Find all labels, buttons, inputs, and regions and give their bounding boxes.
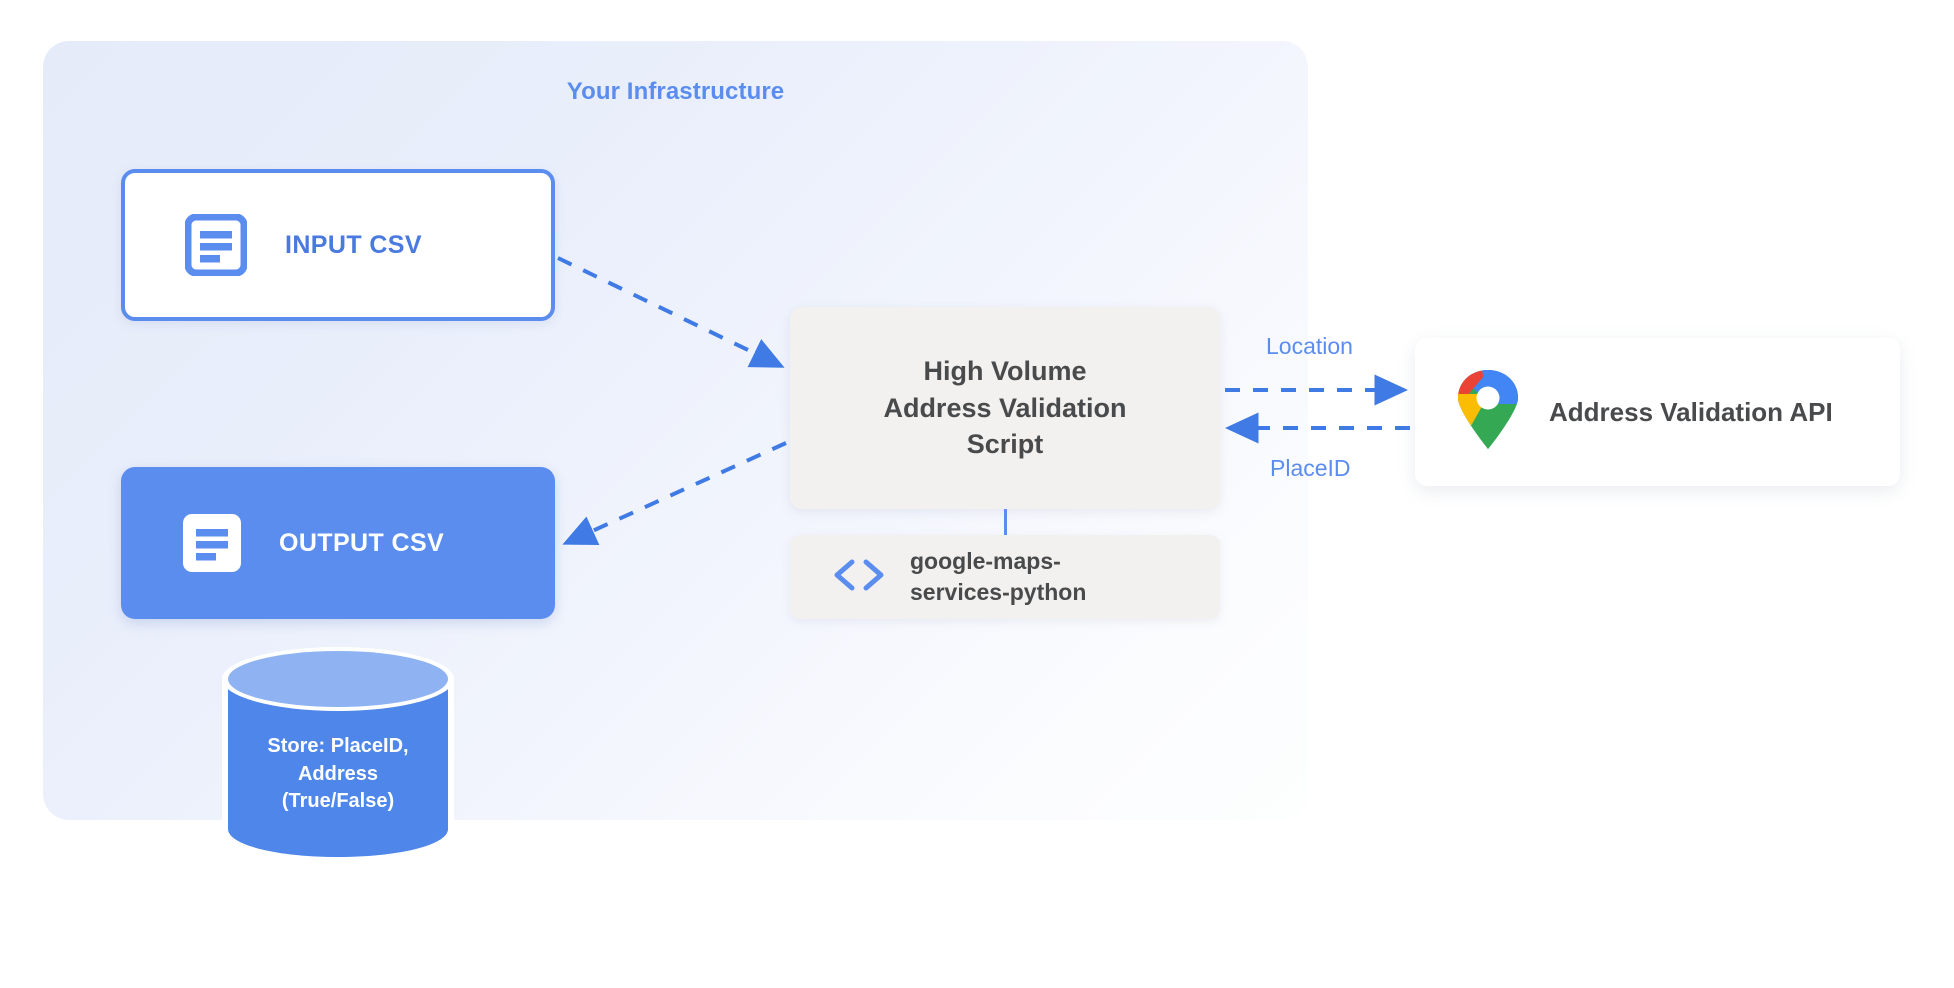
script-label: High Volume Address Validation Script — [883, 353, 1126, 464]
library-label: google-maps- services-python — [910, 546, 1086, 607]
node-address-validation-api[interactable]: Address Validation API — [1415, 338, 1900, 486]
node-input-csv[interactable]: INPUT CSV — [121, 169, 555, 321]
node-output-csv[interactable]: OUTPUT CSV — [121, 467, 555, 619]
node-validation-script[interactable]: High Volume Address Validation Script — [790, 307, 1220, 509]
node-python-library[interactable]: google-maps- services-python — [790, 535, 1220, 619]
google-maps-pin-icon — [1455, 369, 1521, 455]
document-icon — [181, 512, 243, 574]
script-label-line3: Script — [966, 429, 1044, 460]
infrastructure-title: Your Infrastructure — [566, 78, 785, 105]
output-csv-label: OUTPUT CSV — [279, 528, 445, 557]
edge-label-location: Location — [1266, 333, 1353, 359]
script-label-line2: Address Validation — [883, 392, 1127, 423]
edge-label-placeid: PlaceID — [1270, 455, 1351, 481]
api-label: Address Validation API — [1549, 396, 1833, 427]
document-icon — [185, 214, 247, 276]
input-csv-label: INPUT CSV — [285, 230, 422, 259]
library-label-line2: services-python — [910, 579, 1087, 605]
script-library-connector — [1004, 509, 1007, 535]
library-label-line1: google-maps- — [910, 548, 1061, 575]
node-database[interactable] — [218, 645, 458, 865]
code-brackets-icon — [830, 558, 888, 597]
script-label-line1: High Volume — [923, 355, 1087, 386]
